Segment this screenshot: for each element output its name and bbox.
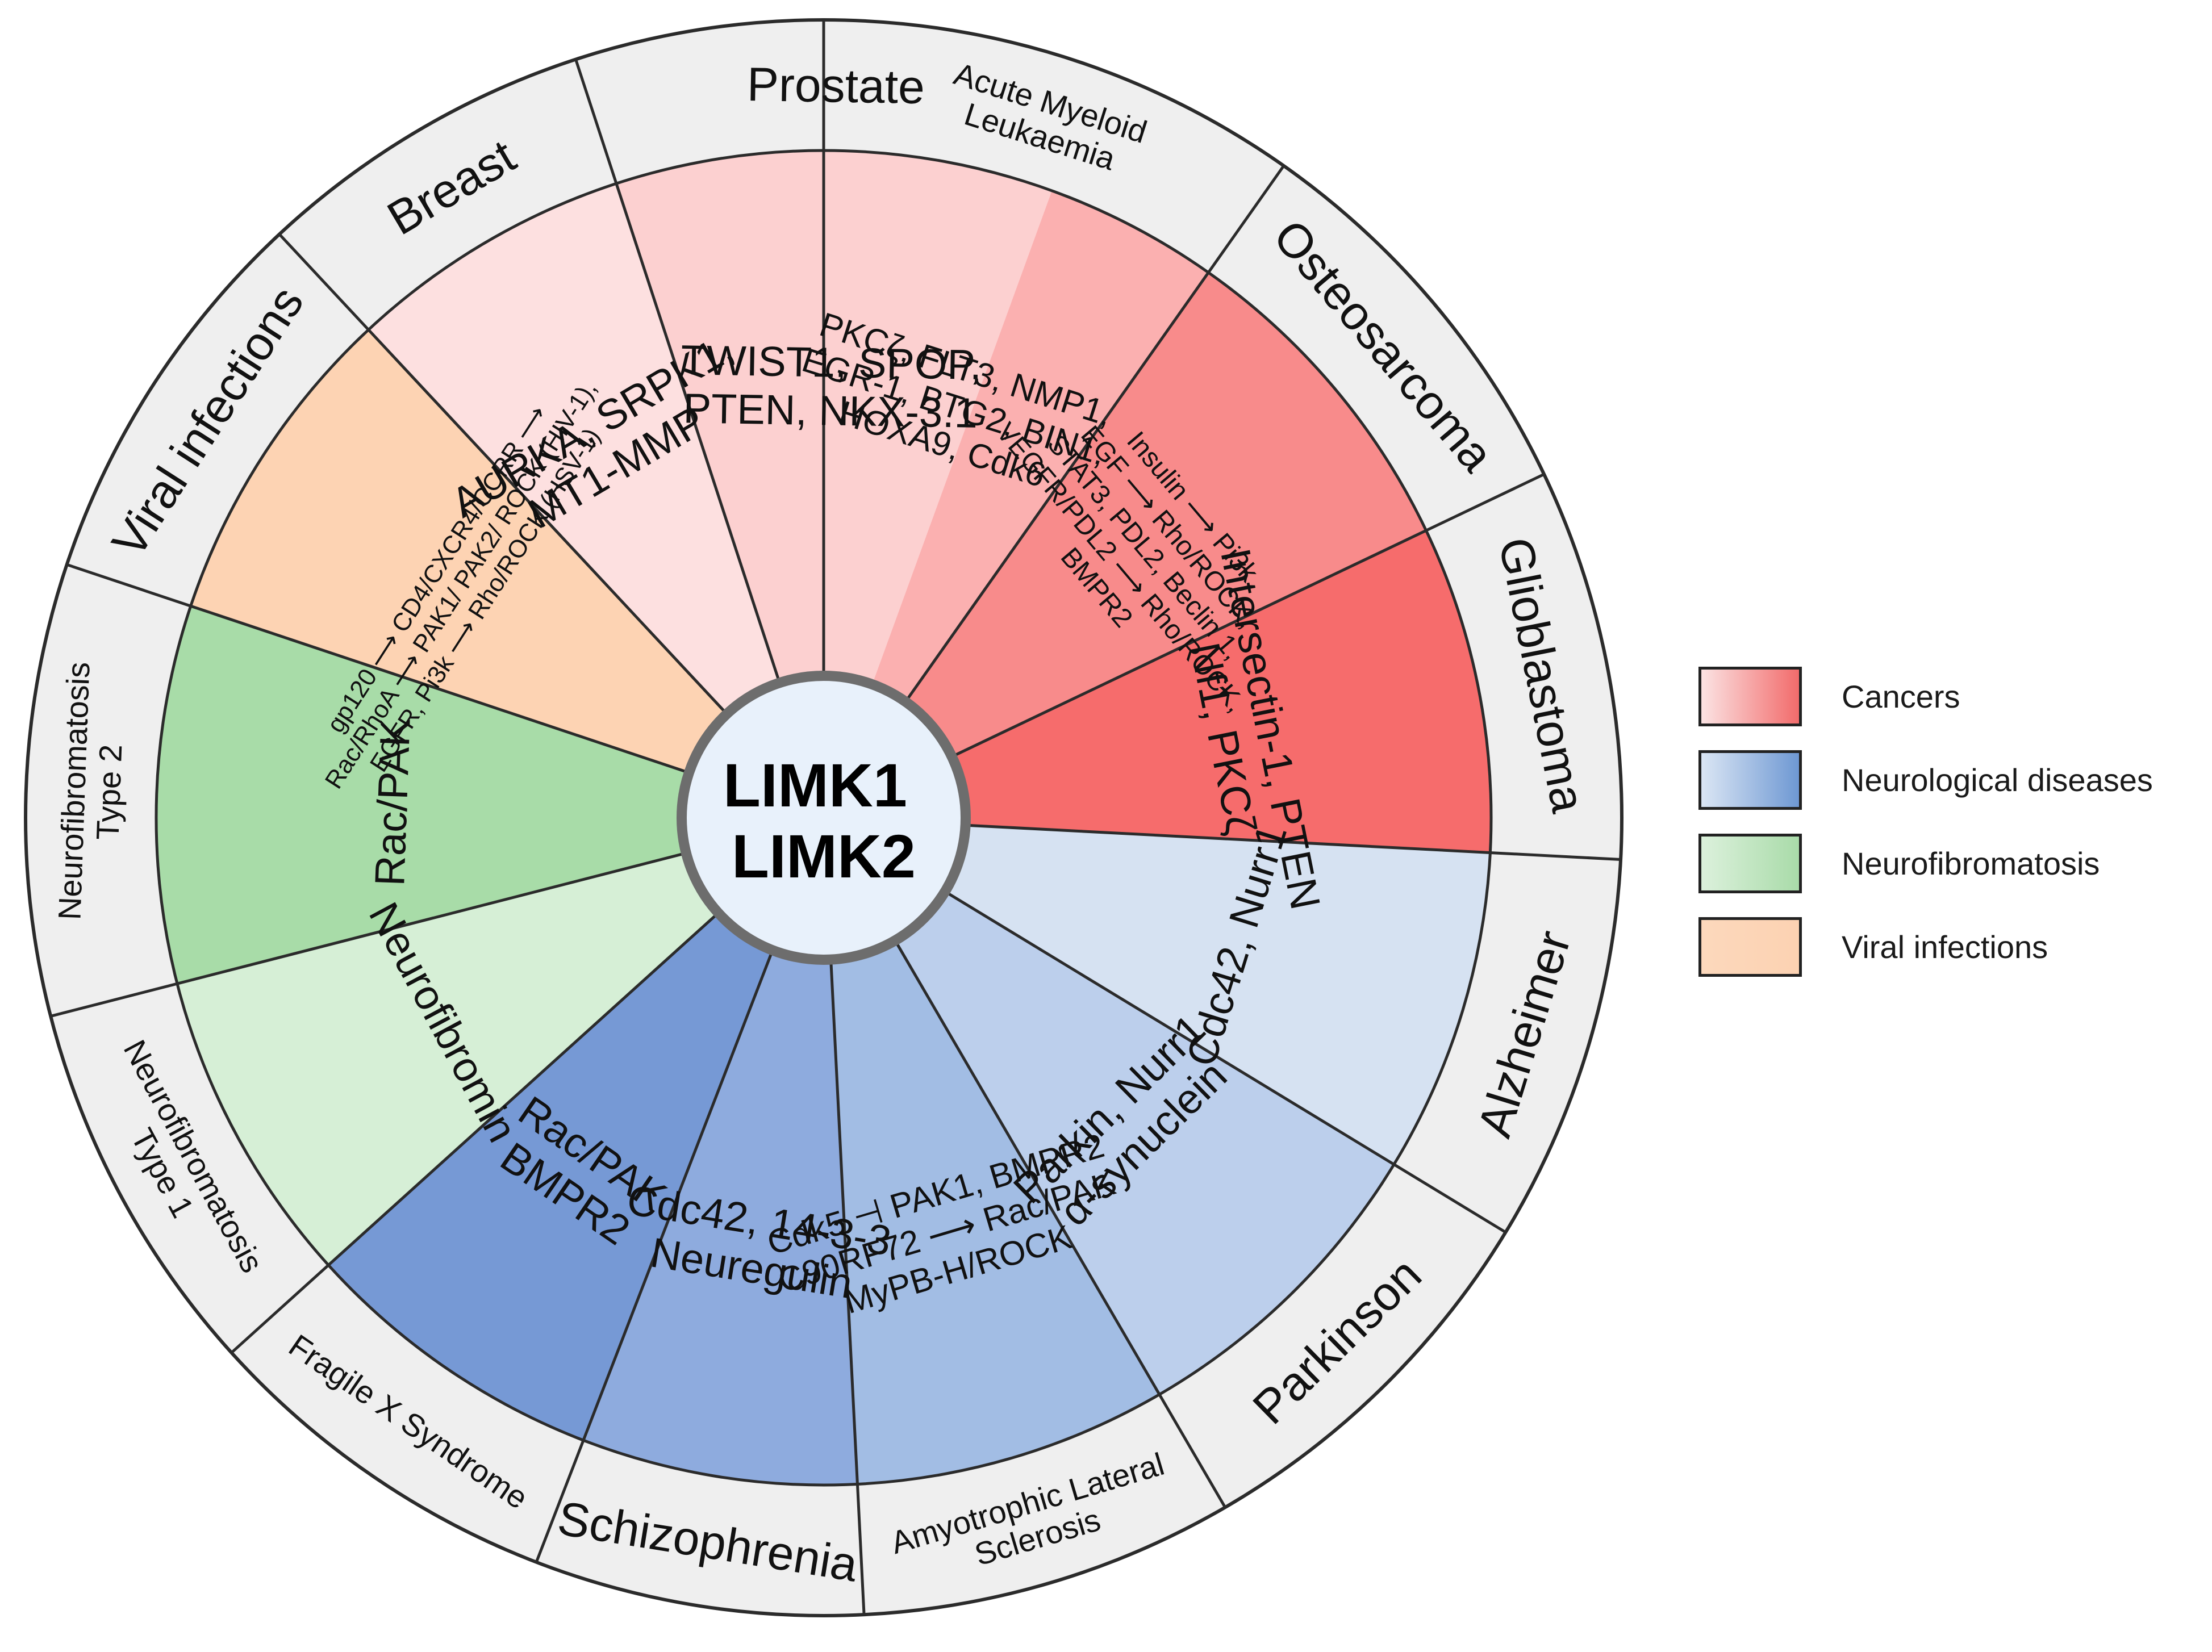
sector-nf2	[156, 606, 689, 984]
content-prostate-line: PTEN, NKX-3.1	[683, 384, 978, 437]
sector-fragile-x	[328, 913, 773, 1441]
sector-alzheimer	[945, 825, 1491, 1165]
legend-item-neuro: Neurological diseases	[1698, 748, 2210, 812]
divider-nf1	[230, 911, 720, 1354]
sector-layer	[24, 18, 1623, 1617]
legend-item-viral: Viral infections	[1698, 915, 2210, 978]
content-nf2-line: Rac/PAK	[366, 718, 419, 887]
sector-schizophrenia	[583, 950, 858, 1486]
divider-breast	[278, 233, 728, 715]
legend-item-cancers: Cancers	[1698, 664, 2210, 728]
content-prostate-line: TWIST1, SPOP,	[681, 336, 982, 388]
divider-glioblastoma	[951, 472, 1545, 758]
center-line-1: LIMK1	[723, 751, 907, 819]
disease-label-nf2: NeurofibromatosisType 2	[51, 662, 131, 922]
sector-als	[830, 940, 1160, 1484]
legend: Cancers Neurological diseases Neurofibro…	[1698, 664, 2210, 998]
legend-swatch-viral	[1698, 917, 1802, 977]
sector-breast	[368, 183, 780, 714]
content-prostate: TWIST1, SPOP,PTEN, NKX-3.1	[680, 336, 982, 437]
divider-schizophrenia	[829, 959, 866, 1615]
legend-label-neuro: Neurological diseases	[1842, 762, 2153, 798]
sector-osteosarcoma	[905, 272, 1426, 757]
disease-label-nf2-line: Type 2	[89, 744, 128, 840]
disease-label-prostate-line: Prostate	[746, 57, 925, 114]
legend-swatch-nf	[1698, 833, 1802, 893]
divider-viral	[66, 563, 690, 775]
sector-prostate	[616, 150, 1052, 685]
divider-osteosarcoma	[904, 165, 1285, 703]
content-nf2: Rac/PAK	[366, 718, 419, 887]
divider-nf2	[50, 851, 687, 1018]
sector-glioblastoma	[951, 530, 1491, 853]
divider-layer	[50, 20, 1621, 1615]
legend-item-nf: Neurofibromatosis	[1698, 831, 2210, 895]
divider-prostate	[574, 58, 781, 684]
center-circle	[677, 671, 971, 965]
center-label: LIMK1 LIMK2	[723, 751, 924, 890]
center-hub: LIMK1 LIMK2	[677, 671, 971, 965]
legend-label-nf: Neurofibromatosis	[1842, 845, 2100, 881]
center-line-2: LIMK2	[732, 822, 916, 890]
divider-fragile-x	[535, 950, 774, 1563]
divider-alzheimer	[965, 823, 1621, 861]
sector-parkinson	[895, 891, 1394, 1395]
legend-label-viral: Viral infections	[1842, 929, 2048, 965]
divider-als	[894, 939, 1226, 1508]
legend-label-cancers: Cancers	[1842, 678, 1960, 714]
disease-label-prostate: Prostate	[746, 57, 925, 114]
ring-boundary	[155, 149, 1493, 1487]
sector-viral	[190, 329, 727, 773]
legend-swatch-neuro	[1698, 750, 1802, 810]
legend-swatch-cancers	[1698, 666, 1802, 726]
sector-nf1	[177, 853, 719, 1265]
divider-parkinson	[944, 890, 1506, 1234]
